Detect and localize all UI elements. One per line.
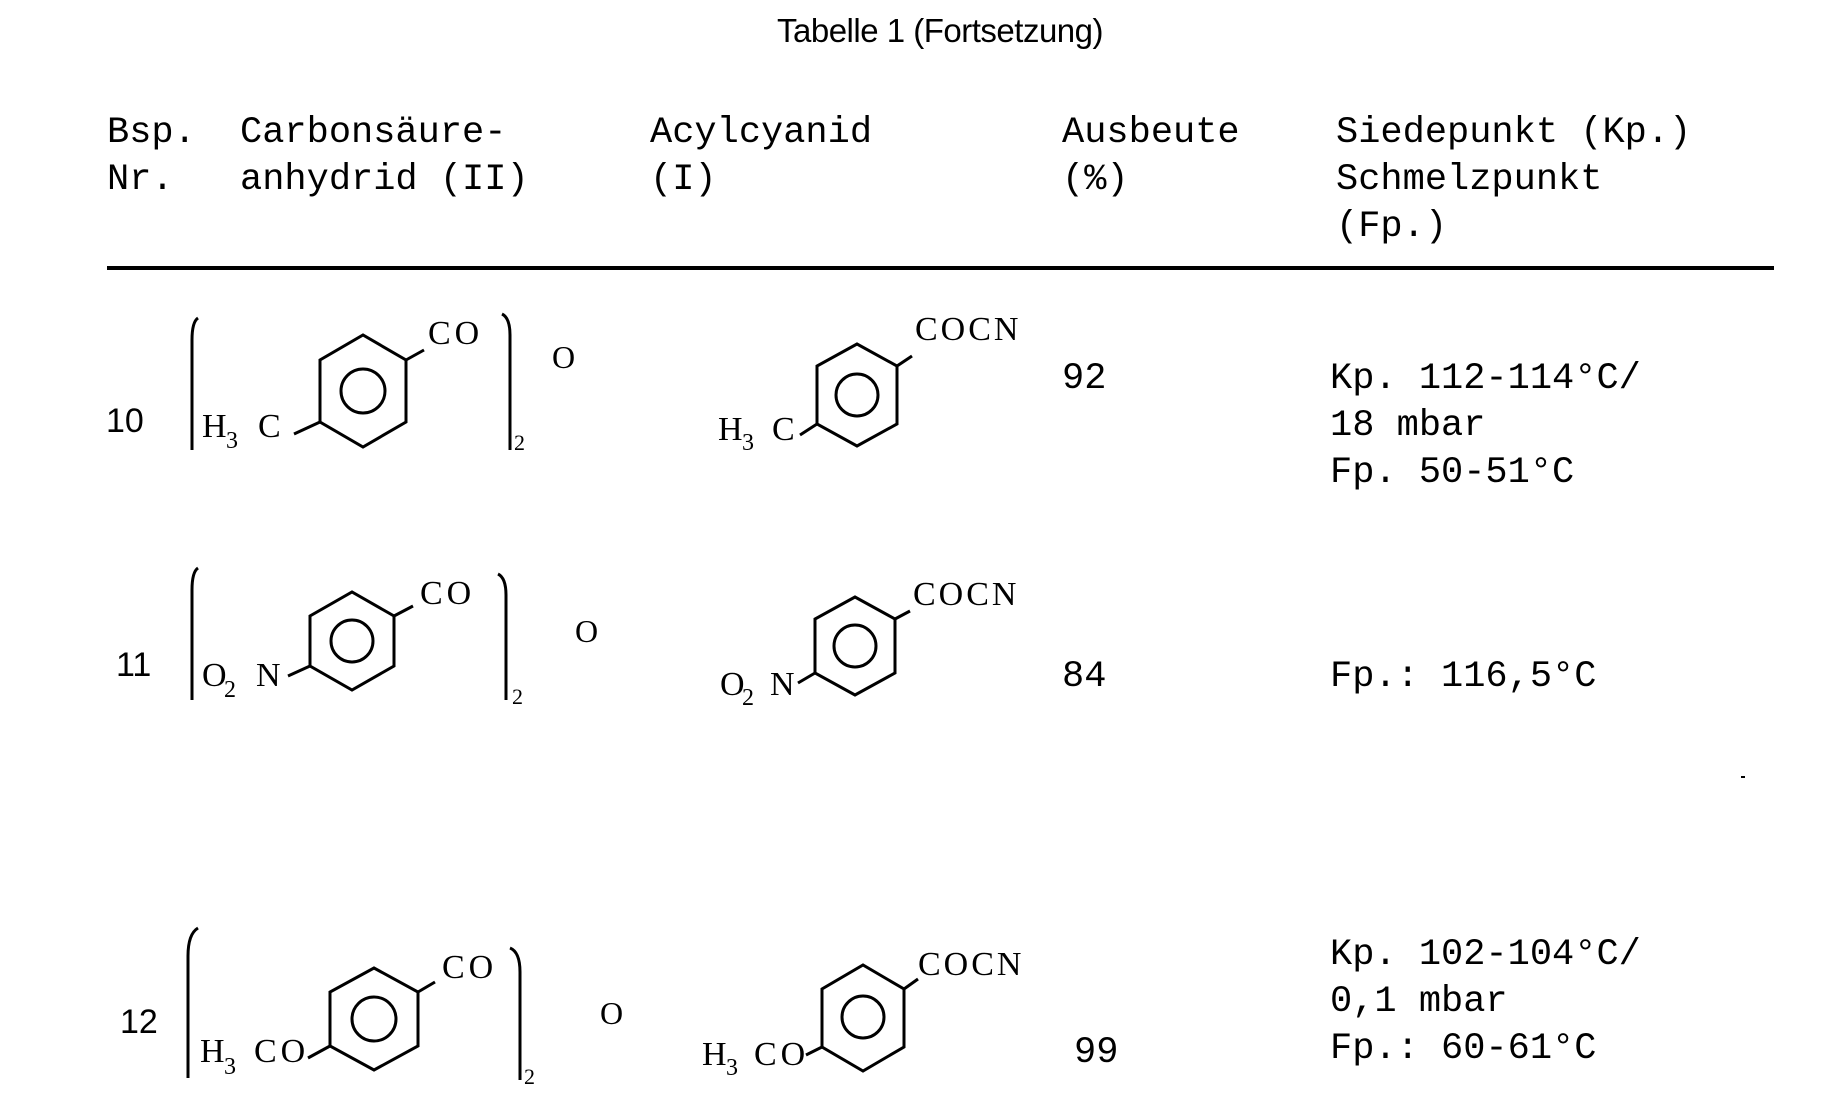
property-line: Kp. 102-104°C/ <box>1330 934 1641 976</box>
row-number: 11 <box>116 646 152 684</box>
row-number: 10 <box>106 402 144 440</box>
header-properties-line3: (Fp.) <box>1336 206 1448 248</box>
property-line: Fp. 50-51°C <box>1330 452 1575 494</box>
substituent-label: H <box>718 411 743 448</box>
property-line: Kp. 112-114°C/ <box>1330 358 1641 400</box>
anhydride-structure: H 3 CO CO 2 O <box>170 920 623 1090</box>
properties-cell: Kp. 102-104°C/ 0,1 mbar Fp.: 60-61°C <box>1330 932 1641 1073</box>
header-anhydride-line1: Carbonsäure- <box>240 112 507 154</box>
header-yield-line2: (%) <box>1062 159 1129 201</box>
chemical-structure-icon: H 3 C CO 2 O <box>190 312 575 455</box>
substituent-tail: C <box>772 411 795 448</box>
substituent-index: 3 <box>742 430 754 456</box>
header-anhydride-line2: anhydrid (II) <box>240 159 529 201</box>
header-properties-line1: Siedepunkt (Kp.) <box>1336 112 1692 154</box>
acylcyanide-group-label: COCN <box>913 576 1019 613</box>
header-col-properties: Siedepunkt (Kp.) Schmelzpunkt (Fp.) <box>1336 110 1691 251</box>
properties-cell: Kp. 112-114°C/ 18 mbar Fp. 50-51°C <box>1330 356 1641 497</box>
multiplier-label: 2 <box>514 430 525 455</box>
substituent-index: 2 <box>224 677 236 703</box>
bridge-oxygen-label: O <box>552 339 575 375</box>
chemical-structure-icon: O 2 N CO 2 O <box>190 566 598 709</box>
header-nr-line1: Bsp. <box>107 112 196 154</box>
chemical-structure-icon: O 2 N COCN <box>720 576 1019 711</box>
substituent-label: H <box>702 1036 727 1073</box>
substituent-label: H <box>200 1033 225 1070</box>
anhydride-structure: H 3 C CO 2 O <box>180 300 600 460</box>
substituent-tail: CO <box>254 1033 309 1070</box>
bridge-oxygen-label: O <box>600 995 623 1031</box>
header-divider <box>107 266 1774 270</box>
acylcyanide-structure: H 3 CO COCN <box>700 935 1120 1095</box>
substituent-tail: C <box>258 408 281 445</box>
substituent-index: 3 <box>226 428 238 454</box>
substituent-tail: CO <box>754 1036 809 1073</box>
chemical-structure-icon: H 3 CO CO 2 O <box>186 926 623 1089</box>
header-acylcyanide-line1: Acylcyanid <box>650 112 873 154</box>
carbonyl-label: CO <box>442 949 497 986</box>
substituent-label: H <box>202 408 227 445</box>
yield-value: 99 <box>1074 1032 1119 1074</box>
property-line: 18 mbar <box>1330 405 1486 447</box>
substituent-label: O <box>720 666 745 703</box>
carbonyl-label: CO <box>428 315 483 352</box>
substituent-label: O <box>202 657 227 694</box>
header-col-yield: Ausbeute (%) <box>1062 110 1240 204</box>
yield-value: 84 <box>1062 656 1107 698</box>
bridge-oxygen-label: O <box>575 613 598 649</box>
multiplier-label: 2 <box>524 1064 535 1089</box>
substituent-index: 2 <box>742 685 754 711</box>
scan-artifact <box>1741 776 1745 778</box>
acylcyanide-group-label: COCN <box>918 946 1024 983</box>
header-acylcyanide-line2: (I) <box>650 159 717 201</box>
acylcyanide-structure: O 2 N COCN <box>700 565 1100 715</box>
property-line: Fp.: 60-61°C <box>1330 1028 1597 1070</box>
properties-cell: Fp.: 116,5°C <box>1330 654 1596 701</box>
yield-value: 92 <box>1062 358 1107 400</box>
substituent-tail: N <box>256 657 281 694</box>
substituent-index: 3 <box>726 1055 738 1081</box>
carbonyl-label: CO <box>420 575 475 612</box>
anhydride-structure: O 2 N CO 2 O <box>180 560 600 720</box>
header-col-nr: Bsp. Nr. <box>107 110 196 204</box>
property-line: Fp.: 116,5°C <box>1330 656 1597 698</box>
table-title: Tabelle 1 (Fortsetzung) <box>777 12 1104 49</box>
multiplier-label: 2 <box>512 684 523 709</box>
property-line: 0,1 mbar <box>1330 981 1508 1023</box>
header-nr-line2: Nr. <box>107 159 174 201</box>
substituent-tail: N <box>770 666 795 703</box>
chemical-structure-icon: H 3 CO COCN <box>702 946 1024 1081</box>
row-number: 12 <box>120 1003 158 1041</box>
header-properties-line2: Schmelzpunkt <box>1336 159 1603 201</box>
header-yield-line1: Ausbeute <box>1062 112 1240 154</box>
chemical-structure-icon: H 3 C COCN <box>718 311 1021 456</box>
substituent-index: 3 <box>224 1054 236 1080</box>
header-col-acylcyanide: Acylcyanid (I) <box>650 110 872 204</box>
header-col-anhydride: Carbonsäure- anhydrid (II) <box>240 110 529 204</box>
acylcyanide-group-label: COCN <box>915 311 1021 348</box>
acylcyanide-structure: H 3 C COCN <box>700 310 1100 460</box>
